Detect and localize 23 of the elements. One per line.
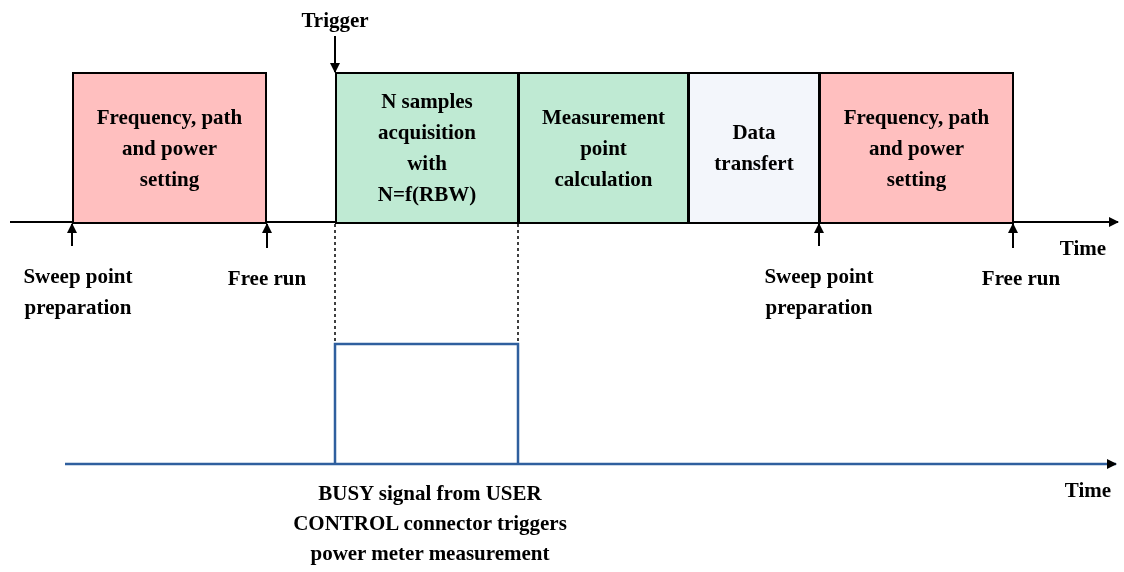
process-box <box>335 72 519 224</box>
event-label: Trigger <box>292 4 378 36</box>
box-text: Frequency, path and power setting <box>96 103 243 193</box>
arrow <box>262 223 272 249</box>
box-text: Frequency, path and power setting <box>843 103 990 193</box>
box-text: Measurement point calculation <box>540 103 667 193</box>
arrow <box>814 223 824 247</box>
axis-label: Time <box>1058 235 1108 262</box>
caption-text: BUSY signal from USER CONTROL connector triggers power meter measurement <box>292 480 568 567</box>
arrow <box>67 223 77 247</box>
event-label: Free run <box>212 262 322 294</box>
event-label: Free run <box>966 262 1076 294</box>
process-box <box>72 72 267 224</box>
arrow <box>1008 223 1018 249</box>
event-label: Sweep point preparation <box>740 260 898 324</box>
event-label: Sweep point preparation <box>0 260 156 324</box>
box-text: Data transfert <box>713 119 795 177</box>
axis-label: Time <box>1063 477 1113 504</box>
box-text: N samples acquisition with N=f(RBW) <box>376 88 478 208</box>
arrow <box>330 35 340 73</box>
process-box <box>518 72 689 224</box>
process-box <box>688 72 820 224</box>
process-box <box>819 72 1014 224</box>
